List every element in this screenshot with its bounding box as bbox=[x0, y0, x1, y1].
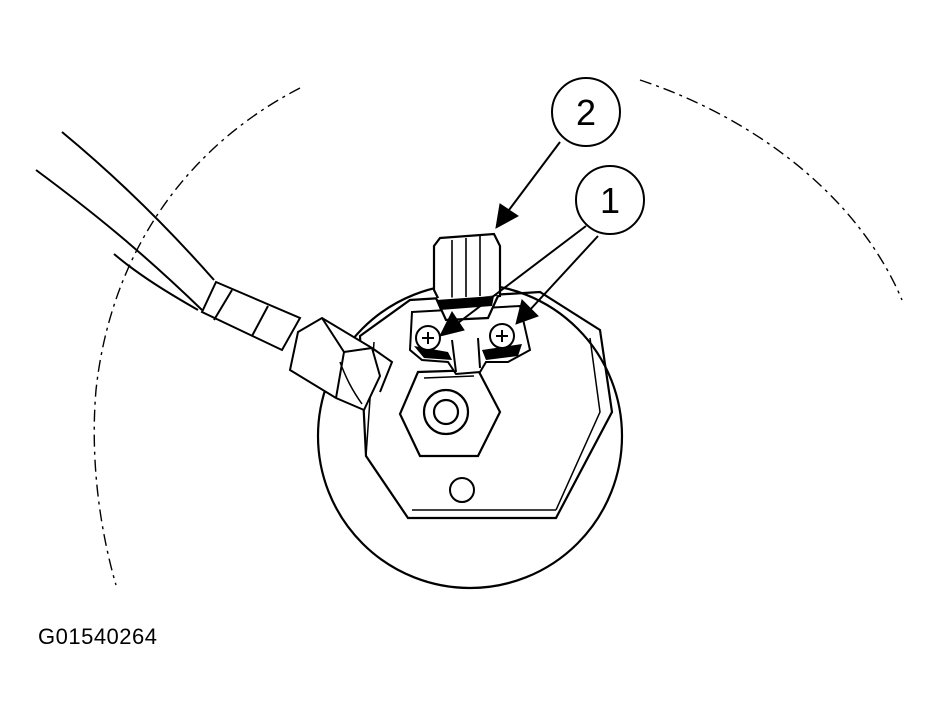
callout-2-number: 2 bbox=[576, 92, 596, 133]
arrowheads bbox=[439, 203, 539, 337]
line-fitting-nut bbox=[288, 316, 382, 412]
mounting-screw-right bbox=[489, 323, 515, 349]
callout-2: 2 bbox=[551, 77, 621, 147]
sensor-cable bbox=[35, 131, 215, 311]
callout-1: 1 bbox=[575, 165, 645, 235]
mounting-screw-left bbox=[415, 325, 441, 351]
cable-ferrule bbox=[200, 280, 302, 352]
housing-outline bbox=[93, 79, 903, 586]
center-hex-fitting bbox=[398, 368, 502, 458]
figure-id-label: G01540264 bbox=[38, 624, 158, 649]
leader-lines bbox=[453, 141, 599, 327]
locating-pin bbox=[449, 477, 475, 503]
callout-1-number: 1 bbox=[600, 180, 620, 221]
